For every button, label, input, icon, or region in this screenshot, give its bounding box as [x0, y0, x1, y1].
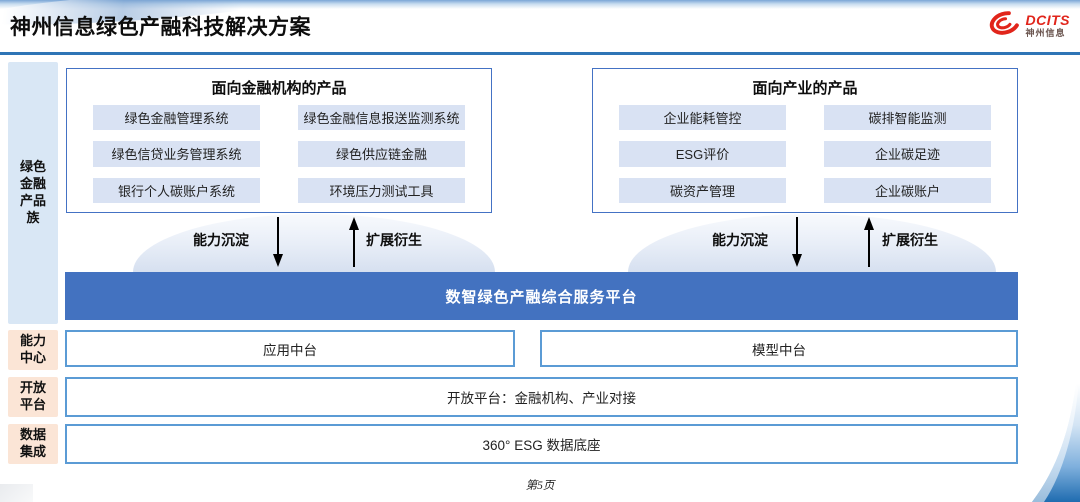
- logo-brand-text: DCITS: [1025, 12, 1070, 28]
- title-divider: [0, 52, 1080, 55]
- arrow-up-icon: [347, 216, 361, 268]
- sidebar-item-capability-center: 能力中心: [8, 330, 58, 370]
- product-item: 绿色金融信息报送监测系统: [298, 105, 465, 131]
- arrow-up-icon: [862, 216, 876, 268]
- sidebar-item-open-platform: 开放平台: [8, 377, 58, 417]
- arrow-down-icon: [271, 216, 285, 268]
- esg-data-base-row: 360° ESG 数据底座: [65, 424, 1018, 464]
- industry-products-box: 面向产业的产品 企业能耗管控 碳排智能监测 ESG评价 企业碳足迹 碳资产管理 …: [592, 68, 1018, 213]
- application-middle-platform-box: 应用中台: [65, 330, 515, 367]
- dome-decoration-right: [628, 214, 996, 272]
- dome-decoration-left: [133, 214, 495, 272]
- industry-box-title: 面向产业的产品: [752, 80, 858, 97]
- finance-box-title: 面向金融机构的产品: [211, 80, 347, 97]
- industry-items-grid: 企业能耗管控 碳排智能监测 ESG评价 企业碳足迹 碳资产管理 企业碳账户: [619, 105, 991, 203]
- product-item: 绿色金融管理系统: [93, 105, 260, 131]
- extend-label-right: 扩展衍生: [882, 232, 938, 248]
- product-item: 碳排智能监测: [824, 105, 991, 131]
- platform-bar: 数智绿色产融综合服务平台: [65, 272, 1018, 320]
- bottom-right-swoosh: [1018, 384, 1080, 502]
- arrow-down-icon: [790, 216, 804, 268]
- product-item: 绿色信贷业务管理系统: [93, 141, 260, 167]
- page-number: 第5页: [525, 480, 555, 492]
- model-middle-platform-box: 模型中台: [540, 330, 1018, 367]
- logo-company-text: 神州信息: [1025, 28, 1066, 38]
- settle-label-left: 能力沉淀: [193, 232, 249, 248]
- product-item: 企业能耗管控: [619, 105, 786, 131]
- sidebar-item-green-finance-family: 绿色金融产品族: [8, 62, 58, 324]
- open-platform-row: 开放平台：金融机构、产业对接: [65, 377, 1018, 417]
- finance-items-grid: 绿色金融管理系统 绿色金融信息报送监测系统 绿色信贷业务管理系统 绿色供应链金融…: [93, 105, 465, 203]
- product-item: 银行个人碳账户系统: [93, 177, 260, 203]
- page-title: 神州信息绿色产融科技解决方案: [10, 16, 311, 39]
- settle-label-right: 能力沉淀: [712, 232, 768, 248]
- finance-products-box: 面向金融机构的产品 绿色金融管理系统 绿色金融信息报送监测系统 绿色信贷业务管理…: [66, 68, 492, 213]
- product-item: 企业碳足迹: [824, 141, 991, 167]
- dcits-logo: DCITS 神州信息: [988, 9, 1071, 42]
- product-item: 绿色供应链金融: [298, 141, 465, 167]
- product-item: 企业碳账户: [824, 177, 991, 203]
- product-item: 碳资产管理: [619, 177, 786, 203]
- bottom-left-decoration: [0, 484, 33, 502]
- header-swoosh-band: [0, 0, 1080, 9]
- product-item: 环境压力测试工具: [298, 177, 465, 203]
- sidebar-item-data-integration: 数据集成: [8, 424, 58, 464]
- product-item: ESG评价: [619, 141, 786, 167]
- extend-label-left: 扩展衍生: [366, 232, 422, 248]
- dcits-swirl-icon: [988, 9, 1022, 42]
